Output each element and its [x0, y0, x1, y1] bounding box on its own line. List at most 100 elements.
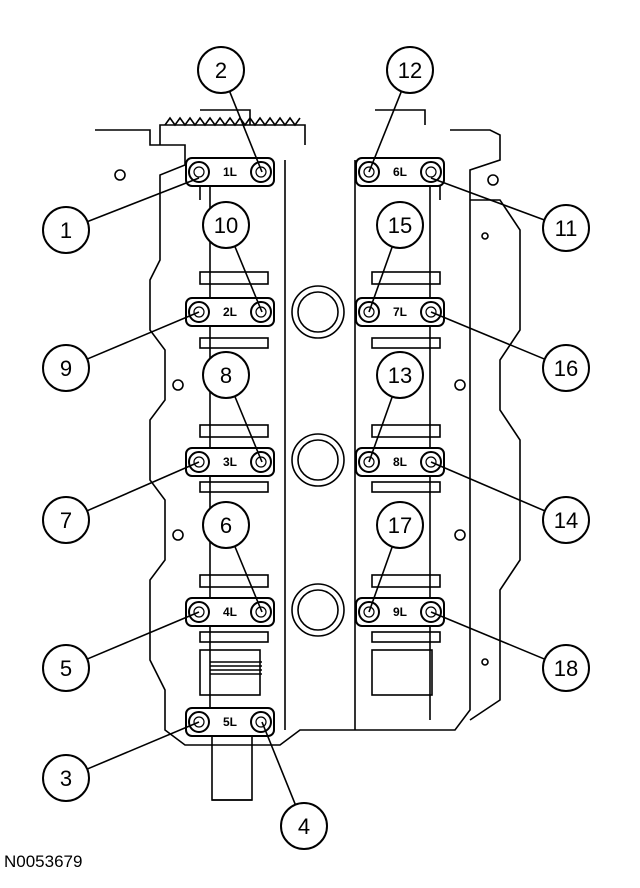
callout-number: 7: [60, 508, 72, 533]
callout-number: 1: [60, 218, 72, 243]
cap-8L: 8L: [355, 447, 445, 477]
cap-bolt-head: [193, 166, 205, 178]
callout-circle: [42, 644, 90, 692]
callout-7: 7: [42, 461, 200, 544]
callout-circle: [42, 754, 90, 802]
cap-label: 2L: [223, 305, 237, 319]
cap-body: [185, 297, 275, 327]
cap-bolt-head: [425, 306, 437, 318]
callout-circle: [542, 644, 590, 692]
callout-number: 17: [388, 513, 412, 538]
cap-bolt-head: [363, 306, 375, 318]
cap-bolt-head: [425, 166, 437, 178]
cap-bolt-head: [255, 606, 267, 618]
cap-bolt: [250, 451, 272, 473]
leader-line: [86, 461, 200, 512]
callout-number: 5: [60, 656, 72, 681]
cap-body: [355, 157, 445, 187]
cap-3L: 3L: [185, 447, 275, 477]
leader-line: [87, 177, 200, 223]
cap-bolt-head: [425, 456, 437, 468]
callout-number: 15: [388, 213, 412, 238]
cap-bolt: [188, 161, 210, 183]
leader-line: [368, 246, 394, 313]
callout-2: 2: [197, 46, 263, 173]
cap-bolt-head: [363, 456, 375, 468]
callout-18: 18: [430, 611, 590, 692]
cap-body: [185, 157, 275, 187]
cap-body: [355, 297, 445, 327]
callout-circle: [42, 344, 90, 392]
cap-label: 8L: [393, 455, 407, 469]
callout-8: 8: [202, 351, 263, 463]
figure-reference: N0053679: [4, 852, 83, 871]
callout-circle: [376, 351, 424, 399]
cap-bolt-head: [193, 456, 205, 468]
leader-line: [86, 721, 200, 770]
cap-9L: 9L: [355, 597, 445, 627]
cap-body: [355, 597, 445, 627]
callout-12: 12: [368, 46, 434, 173]
leader-line: [86, 311, 200, 360]
callout-circle: [42, 206, 90, 254]
callout-number: 4: [298, 814, 310, 839]
cap-2L: 2L: [185, 297, 275, 327]
callout-15: 15: [368, 201, 424, 313]
callout-circle: [542, 344, 590, 392]
cap-bolt: [250, 601, 272, 623]
callout-circle: [197, 46, 245, 94]
callout-17: 17: [368, 501, 424, 613]
callout-circle: [376, 501, 424, 549]
bearing-caps: 1L 6L 2L 7L 3L 8L 4L 9L 5L: [185, 157, 445, 737]
callout-circle: [202, 351, 250, 399]
callout-number: 2: [215, 58, 227, 83]
cap-bolt-head: [255, 456, 267, 468]
callout-circle: [542, 204, 590, 252]
cap-body: [185, 597, 275, 627]
leader-line: [234, 395, 263, 463]
callout-circle: [280, 802, 328, 850]
cap-label: 7L: [393, 305, 407, 319]
cap-bolt-head: [363, 606, 375, 618]
callout-circle: [42, 496, 90, 544]
callout-number: 18: [554, 656, 578, 681]
callout-5: 5: [42, 611, 200, 692]
cap-bolt: [250, 161, 272, 183]
leader-line: [86, 611, 200, 660]
callout-6: 6: [202, 501, 263, 613]
callout-13: 13: [368, 351, 424, 463]
cap-label: 6L: [393, 165, 407, 179]
cap-body: [355, 447, 445, 477]
cap-7L: 7L: [355, 297, 445, 327]
callout-circle: [202, 201, 250, 249]
callout-circle: [202, 501, 250, 549]
callout-number: 10: [214, 213, 238, 238]
cap-label: 4L: [223, 605, 237, 619]
callout-9: 9: [42, 311, 200, 392]
leader-line: [430, 177, 545, 221]
cap-label: 1L: [223, 165, 237, 179]
callout-number: 8: [220, 363, 232, 388]
leader-line: [228, 91, 263, 173]
leader-line: [430, 611, 546, 660]
cap-5L: 5L: [185, 707, 275, 737]
cap-bolt-head: [425, 606, 437, 618]
cap-4L: 4L: [185, 597, 275, 627]
cap-bolt: [250, 301, 272, 323]
callout-number: 3: [60, 766, 72, 791]
callout-number: 12: [398, 58, 422, 83]
leader-line: [234, 245, 263, 313]
callout-circle: [386, 46, 434, 94]
callout-3: 3: [42, 721, 200, 802]
cap-label: 9L: [393, 605, 407, 619]
callout-16: 16: [430, 311, 590, 392]
leader-line: [430, 461, 546, 512]
callout-number: 11: [555, 216, 578, 241]
callout-circle: [542, 496, 590, 544]
callout-1: 1: [42, 177, 200, 254]
callout-number: 16: [554, 356, 578, 381]
cap-bolt-head: [255, 716, 267, 728]
cap-bolt-head: [193, 606, 205, 618]
